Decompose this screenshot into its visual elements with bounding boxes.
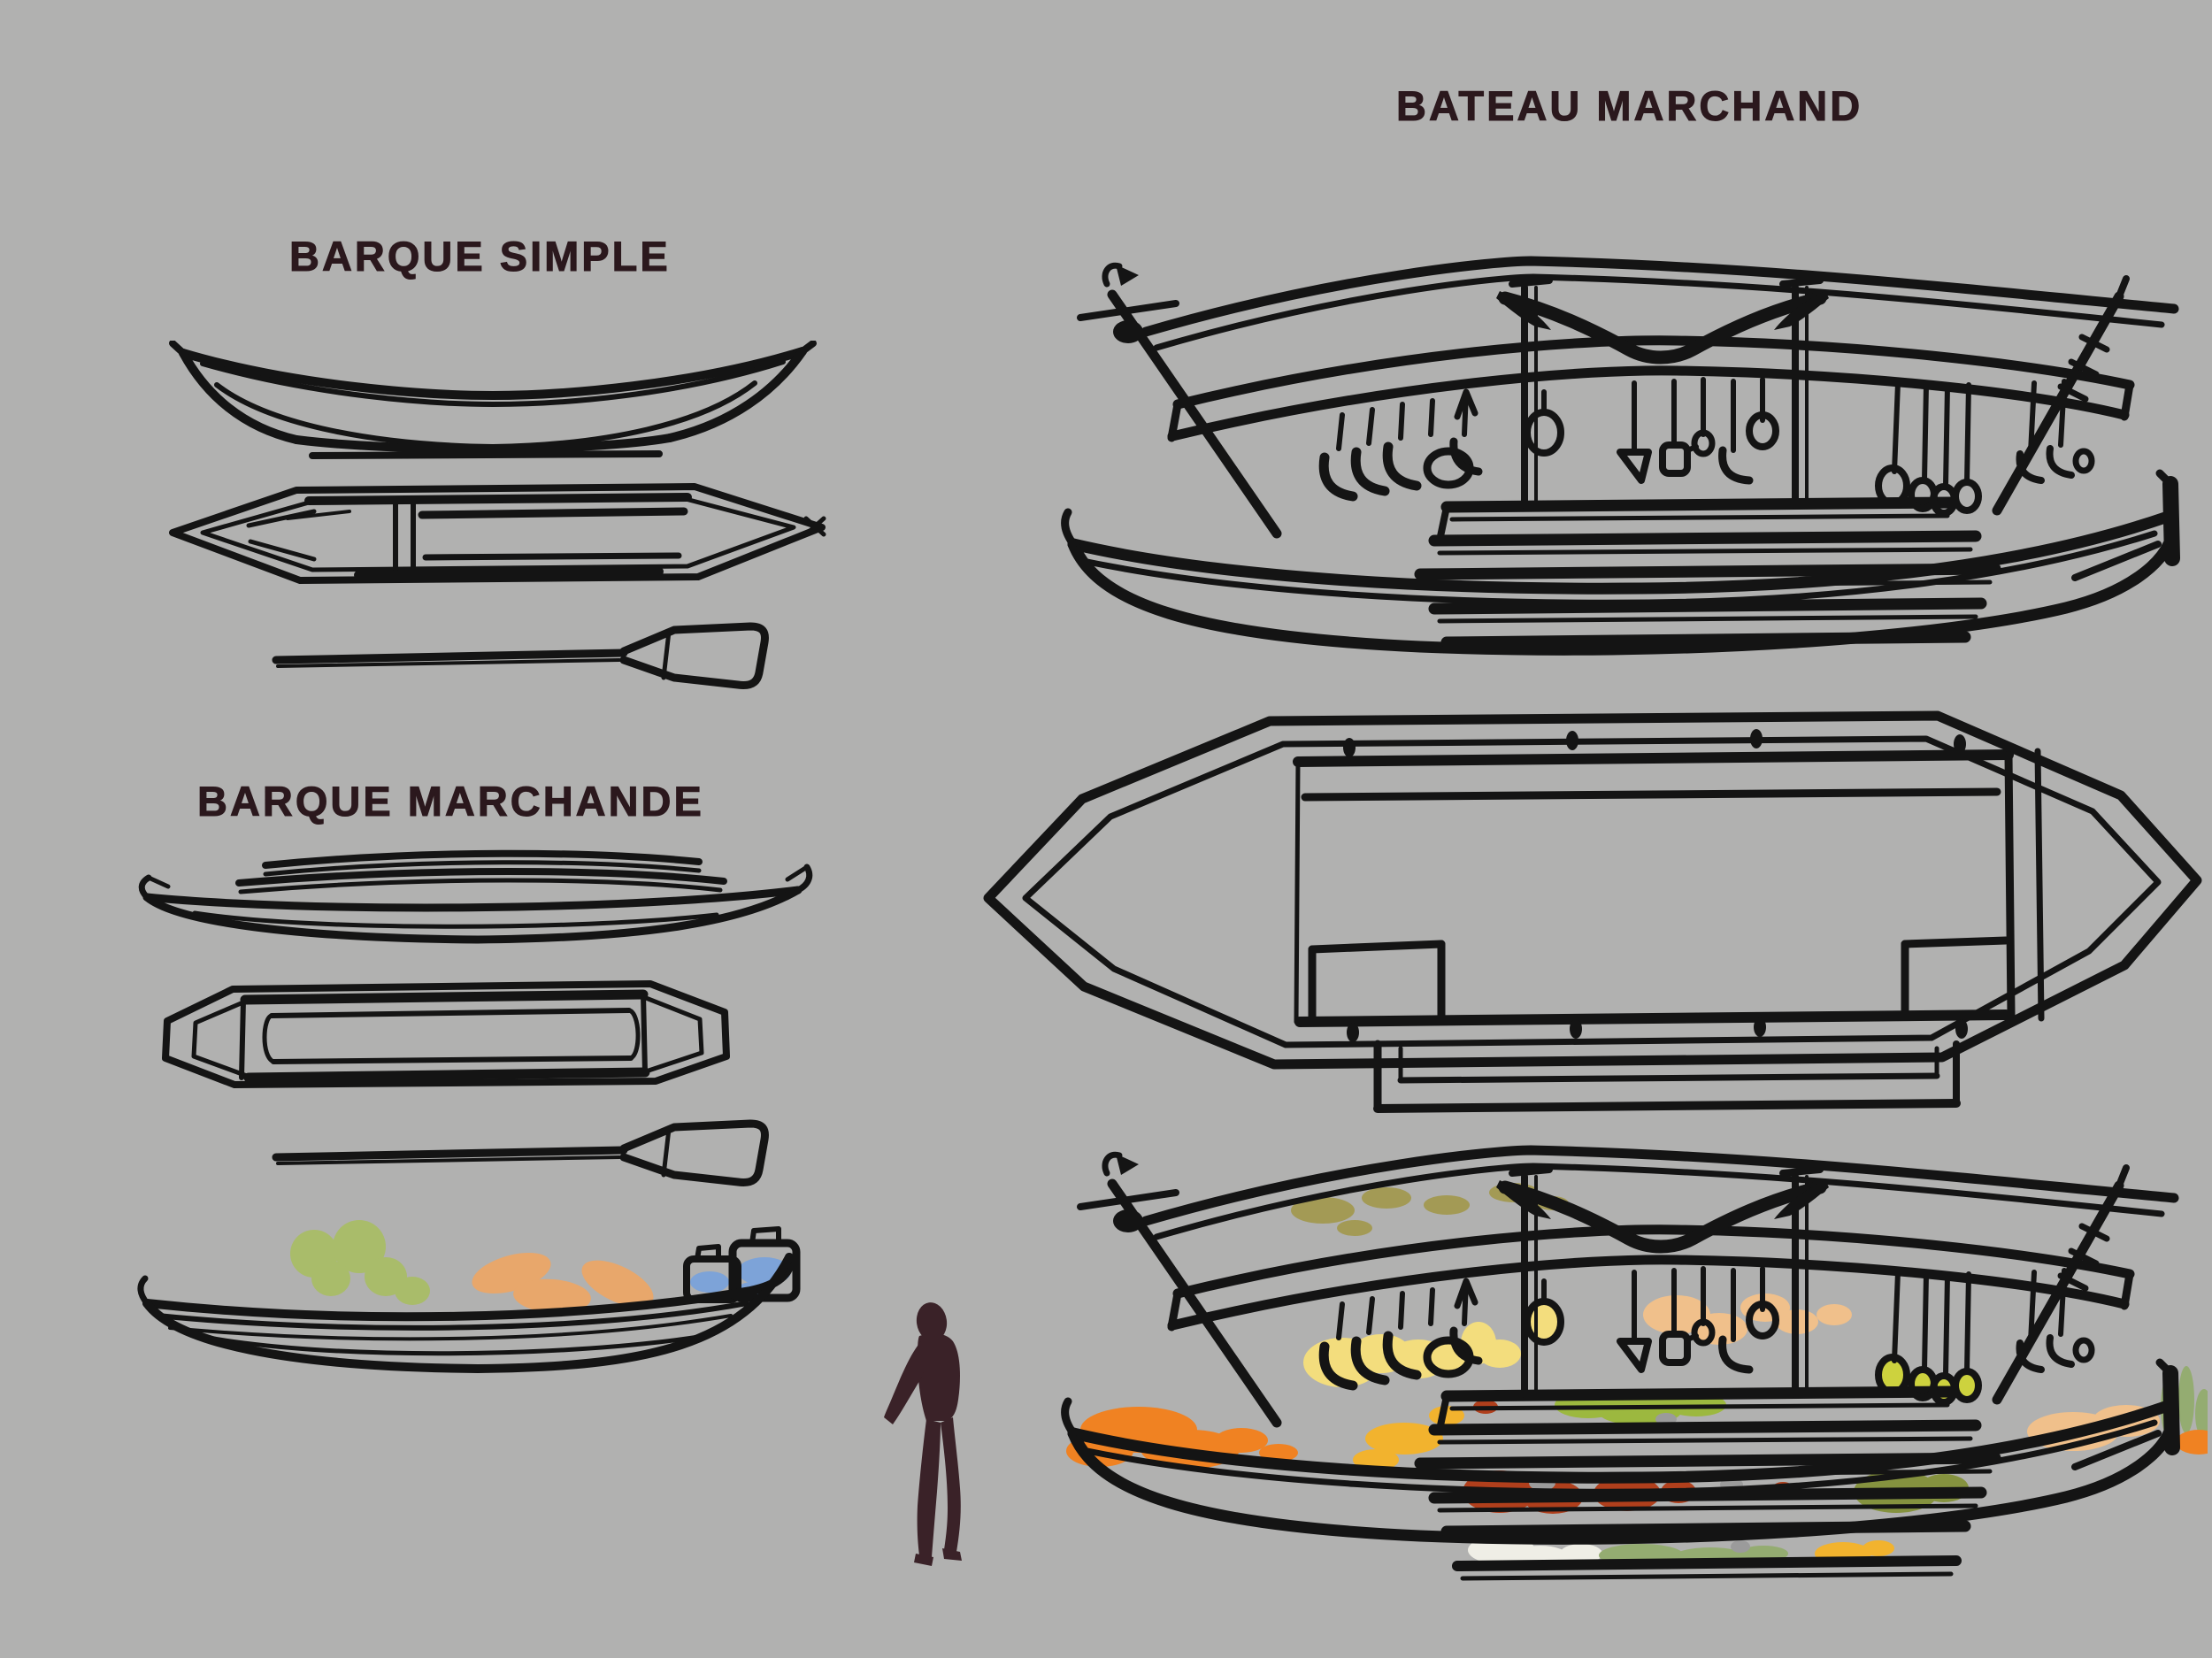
merchant-boat-linework-use [1065, 1150, 2174, 1539]
barque-marchande-side-view [138, 849, 813, 944]
merchant-boat-linework-use [1065, 261, 2174, 649]
title-bateau-marchand: BATEAU MARCHAND [1395, 82, 1863, 130]
paddle-lines-use [276, 626, 764, 685]
paddle-lines-use [276, 1124, 764, 1182]
barque-simple-side-view [169, 341, 817, 459]
silhouette-shapes [884, 1302, 962, 1566]
paddle [265, 619, 796, 692]
bateau-marchand-colored [1057, 1141, 2208, 1581]
bateau-marchand-side-view [1057, 252, 2208, 748]
merchant-top-linework [983, 710, 2202, 1113]
human-silhouette [884, 1302, 962, 1566]
bateau-marchand-top-view [983, 710, 2202, 1113]
barque-simple-top-view [169, 483, 826, 584]
loaded-hull-linework [137, 1253, 795, 1373]
title-barque-marchande: BARQUE MARCHANDE [197, 778, 704, 825]
extra-bottom-step [1452, 1555, 1962, 1581]
paddle [265, 1117, 796, 1189]
rowboat-side-linework [138, 849, 813, 944]
canoe-side-linework [169, 341, 817, 459]
canoe-top-linework [169, 483, 826, 584]
rowboat-top-linework [162, 980, 730, 1088]
barque-marchande-loaded [137, 1220, 801, 1373]
title-barque-simple: BARQUE SIMPLE [289, 233, 671, 280]
cargo-goods [290, 1220, 801, 1314]
barque-marchande-top-view [162, 980, 730, 1088]
